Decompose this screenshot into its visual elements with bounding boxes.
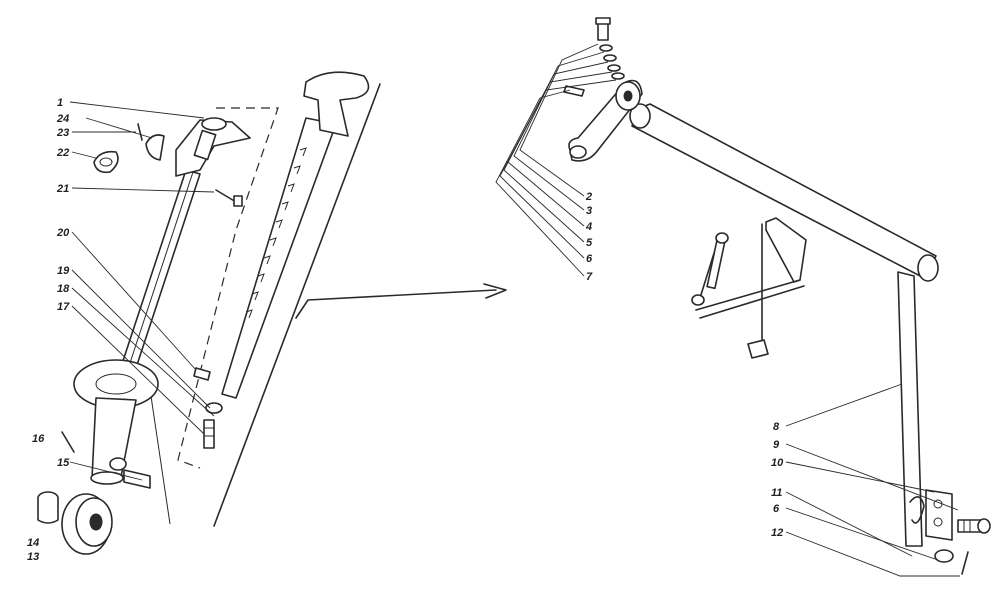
label-15: 15 xyxy=(57,457,70,469)
label-6-top: 6 xyxy=(586,253,593,265)
label-4: 4 xyxy=(585,221,592,233)
right-assembly: 2 3 4 5 6 7 8 9 10 11 6 12 xyxy=(495,17,991,577)
arrow-head xyxy=(483,283,507,299)
pin-23 xyxy=(137,123,143,141)
left-assembly: 1 24 23 22 21 20 19 18 17 16 15 14 13 xyxy=(27,71,507,563)
top-rivet xyxy=(201,117,227,131)
label-21: 21 xyxy=(56,183,69,195)
label-18: 18 xyxy=(57,283,70,295)
boundary-line xyxy=(213,83,381,527)
bottom-washer xyxy=(934,549,954,563)
label-24: 24 xyxy=(56,113,69,125)
label-9: 9 xyxy=(773,439,780,451)
mid-subassembly xyxy=(691,217,807,359)
dashed-boundary xyxy=(177,107,279,469)
label-20: 20 xyxy=(56,227,70,239)
clip-24 xyxy=(145,134,165,161)
label-3: 3 xyxy=(586,205,592,217)
pin-19 xyxy=(193,367,211,381)
pulley-13 xyxy=(61,493,113,555)
label-7: 7 xyxy=(586,271,593,283)
label-5: 5 xyxy=(586,237,593,249)
label-17: 17 xyxy=(57,301,70,313)
bottom-bracket xyxy=(925,489,953,541)
ratchet-teeth xyxy=(245,147,307,319)
label-11: 11 xyxy=(771,487,782,499)
label-22: 22 xyxy=(56,147,69,159)
left-leaders xyxy=(69,101,215,481)
right-top-leaders xyxy=(495,43,617,277)
label-6-bottom: 6 xyxy=(773,503,780,515)
bolt-17 xyxy=(203,419,215,449)
lever-handle xyxy=(303,71,370,137)
ratchet-bar xyxy=(221,117,337,399)
cable-line xyxy=(147,375,171,525)
bottom-bolt xyxy=(957,518,991,534)
label-2: 2 xyxy=(585,191,592,203)
cotter-pin xyxy=(961,551,969,575)
label-1: 1 xyxy=(57,97,63,109)
washer-18 xyxy=(205,402,223,414)
label-13: 13 xyxy=(27,551,39,563)
vertical-tube xyxy=(897,271,923,547)
label-19: 19 xyxy=(57,265,70,277)
label-12: 12 xyxy=(771,527,783,539)
transfer-arrow xyxy=(295,289,497,319)
label-23: 23 xyxy=(56,127,69,139)
bolt-21 xyxy=(215,189,243,207)
right-bottom-leaders xyxy=(785,383,960,577)
bushing-14 xyxy=(37,491,59,524)
top-bolt-stack xyxy=(563,17,625,97)
label-8: 8 xyxy=(773,421,780,433)
label-16: 16 xyxy=(32,433,45,445)
label-14: 14 xyxy=(27,537,39,549)
pin-16 xyxy=(61,431,75,453)
shackle-22 xyxy=(93,150,119,174)
label-10: 10 xyxy=(771,457,784,469)
